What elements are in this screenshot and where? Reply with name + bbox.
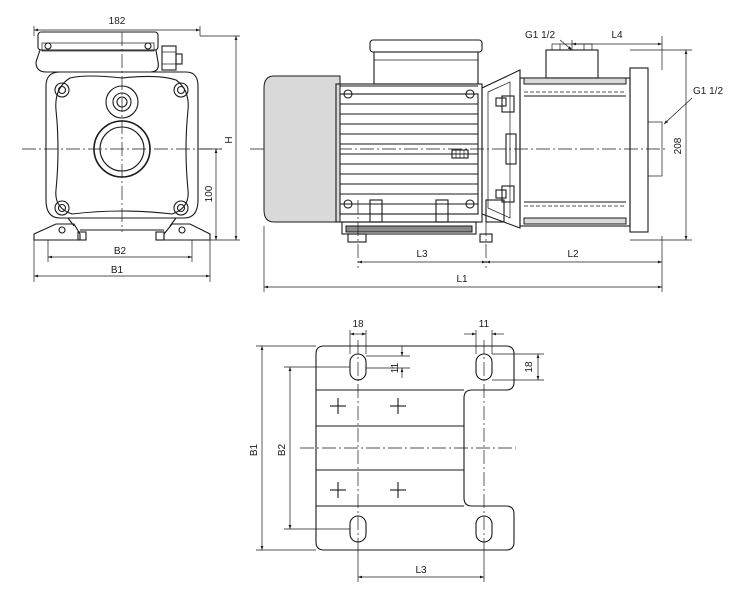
side-view bbox=[250, 39, 668, 268]
side-adapter bbox=[481, 69, 521, 229]
plate-slot-bottom-right bbox=[475, 515, 493, 543]
dim-label-b2-front: B2 bbox=[114, 246, 127, 257]
front-cable-gland bbox=[161, 45, 177, 71]
side-terminal-box bbox=[373, 51, 479, 85]
plate-cross-marks bbox=[330, 398, 406, 498]
side-inlet-flange bbox=[629, 67, 649, 233]
side-cooling-fins bbox=[340, 103, 478, 205]
front-inlet-outer bbox=[93, 120, 151, 178]
label-g1-right: G1 1/2 bbox=[693, 86, 723, 97]
front-flange bbox=[55, 75, 189, 215]
plate-outline bbox=[315, 345, 515, 551]
side-terminal-box-lid bbox=[369, 39, 483, 53]
dim-label-100: 100 bbox=[204, 185, 215, 202]
front-outlet-boss bbox=[105, 85, 139, 119]
dim-label-182: 182 bbox=[109, 16, 126, 27]
dim-label-slot-11-side: 11 bbox=[390, 362, 401, 373]
front-corner-bolts bbox=[54, 82, 189, 216]
front-terminal-neck bbox=[35, 49, 159, 73]
front-cable-gland-tip bbox=[175, 53, 183, 65]
dim-label-l1: L1 bbox=[456, 274, 468, 285]
dim-label-slot-11-top: 11 bbox=[479, 319, 490, 330]
dim-label-b1-front: B1 bbox=[111, 265, 124, 276]
front-terminal-box bbox=[37, 31, 159, 51]
front-inlet-inner bbox=[99, 126, 145, 172]
front-terminal-box-lid bbox=[41, 42, 155, 52]
dim-label-b1-plate: B1 bbox=[249, 443, 260, 456]
dim-label-l3-plate: L3 bbox=[415, 565, 427, 576]
dim-label-h: H bbox=[224, 136, 235, 143]
dim-label-l4: L4 bbox=[611, 30, 623, 41]
dim-label-l2: L2 bbox=[567, 249, 579, 260]
side-view-dimensions: G1 1/2 L4 G1 1/2 208 L3 L2 L1 bbox=[263, 30, 723, 292]
front-foot-right bbox=[163, 223, 211, 241]
dim-label-slot-18-top: 18 bbox=[352, 319, 364, 330]
side-base-plate bbox=[341, 221, 477, 235]
dim-label-slot-18-side: 18 bbox=[524, 361, 535, 373]
front-pump-body bbox=[45, 71, 199, 219]
plate-slot-top-right bbox=[475, 353, 493, 381]
front-view-dimensions: 182 H 100 B2 B1 bbox=[33, 16, 240, 282]
front-lid-screw-right bbox=[144, 42, 152, 50]
base-plate-view bbox=[300, 340, 516, 551]
side-fan-cover bbox=[263, 75, 341, 223]
front-view bbox=[22, 31, 222, 241]
front-lid-screw-left bbox=[44, 42, 52, 50]
dim-label-208: 208 bbox=[673, 137, 684, 154]
dim-label-l3-side: L3 bbox=[416, 249, 428, 260]
front-foot-left bbox=[33, 223, 81, 241]
base-plate-dimensions: 18 11 11 18 B1 B2 L3 bbox=[249, 319, 544, 582]
side-outlet-port bbox=[545, 49, 599, 79]
side-pump-stages bbox=[519, 77, 631, 227]
label-g1-top: G1 1/2 bbox=[525, 30, 555, 41]
dim-label-b2-plate: B2 bbox=[277, 443, 288, 456]
